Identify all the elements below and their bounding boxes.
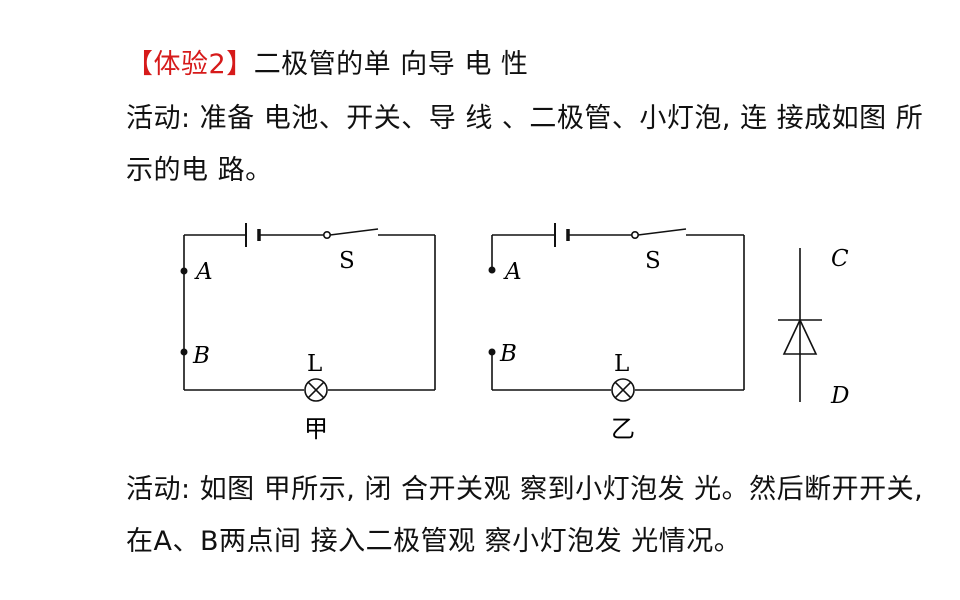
circuit-a-lamp	[304, 378, 328, 402]
circuit-b-switch	[630, 228, 687, 240]
paragraph1-line1: 活动: 准备 电池、开关、导 线 、二极管、小灯泡, 连 接成如图 所	[126, 103, 924, 134]
circuit-b-lamp	[611, 378, 635, 402]
diode-bottom-label: D	[830, 383, 849, 409]
diode-symbol	[778, 248, 822, 402]
circuit-a-wires	[183, 234, 436, 391]
circuit-a-battery	[245, 223, 261, 247]
circuit-b-lamp-label: L	[614, 351, 629, 377]
circuit-a-switch	[322, 228, 379, 240]
heading-title: 二极管的单 向导 电 性	[253, 49, 529, 80]
heading-tag: 【体验2】	[126, 49, 254, 80]
paragraph2-line2: 在A、B两点间 接入二极管观 察小灯泡发 光情况。	[126, 526, 742, 557]
circuit-a-node-b	[180, 348, 188, 356]
circuit-a-caption: 甲	[304, 415, 328, 443]
circuit-a-point-b-label: B	[192, 343, 210, 369]
circuit-b-point-b-label: B	[499, 341, 517, 367]
circuit-a-lamp-label: L	[307, 351, 322, 377]
circuit-a-point-a-label: A	[194, 259, 213, 285]
circuit-b-point-a-label: A	[503, 259, 522, 285]
circuit-b-node-b	[488, 348, 496, 356]
circuit-b-wires	[491, 234, 745, 391]
circuit-b-battery	[554, 223, 570, 247]
circuit-a-node-a	[180, 267, 188, 275]
heading: 【体验2】二极管的单 向导 电 性	[126, 42, 528, 81]
diode-top-label: C	[831, 246, 849, 272]
circuit-b-caption: 乙	[611, 415, 635, 443]
circuit-b-switch-label: S	[645, 248, 661, 274]
paragraph1-line2: 示的电 路。	[126, 155, 273, 186]
paragraph2-line1: 活动: 如图 甲所示, 闭 合开关观 察到小灯泡发 光。然后断开开关,	[126, 474, 924, 505]
circuit-b-node-a	[488, 266, 496, 274]
circuit-a-switch-label: S	[339, 248, 355, 274]
